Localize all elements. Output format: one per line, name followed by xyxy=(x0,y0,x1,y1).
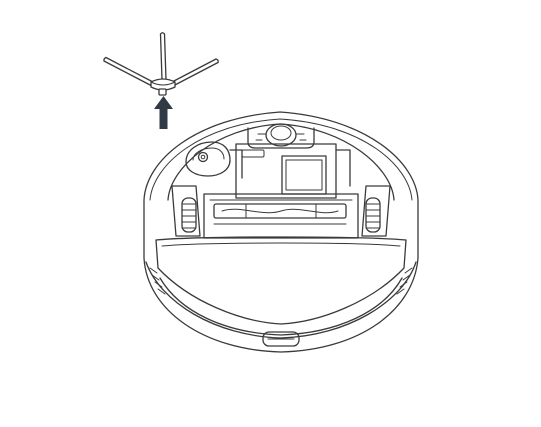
arrow-up-icon xyxy=(154,96,173,129)
dust-bin-panel xyxy=(155,236,407,325)
side-brush xyxy=(103,32,219,96)
wheel-left xyxy=(171,185,201,237)
robot-vacuum-body xyxy=(143,111,419,353)
front-sensor xyxy=(262,331,300,347)
vent-right xyxy=(396,267,413,295)
side-brush-mount xyxy=(185,141,243,179)
main-brush xyxy=(203,193,359,239)
wheel-right xyxy=(361,185,391,237)
battery-cover xyxy=(235,143,337,199)
vent-left xyxy=(149,267,166,295)
